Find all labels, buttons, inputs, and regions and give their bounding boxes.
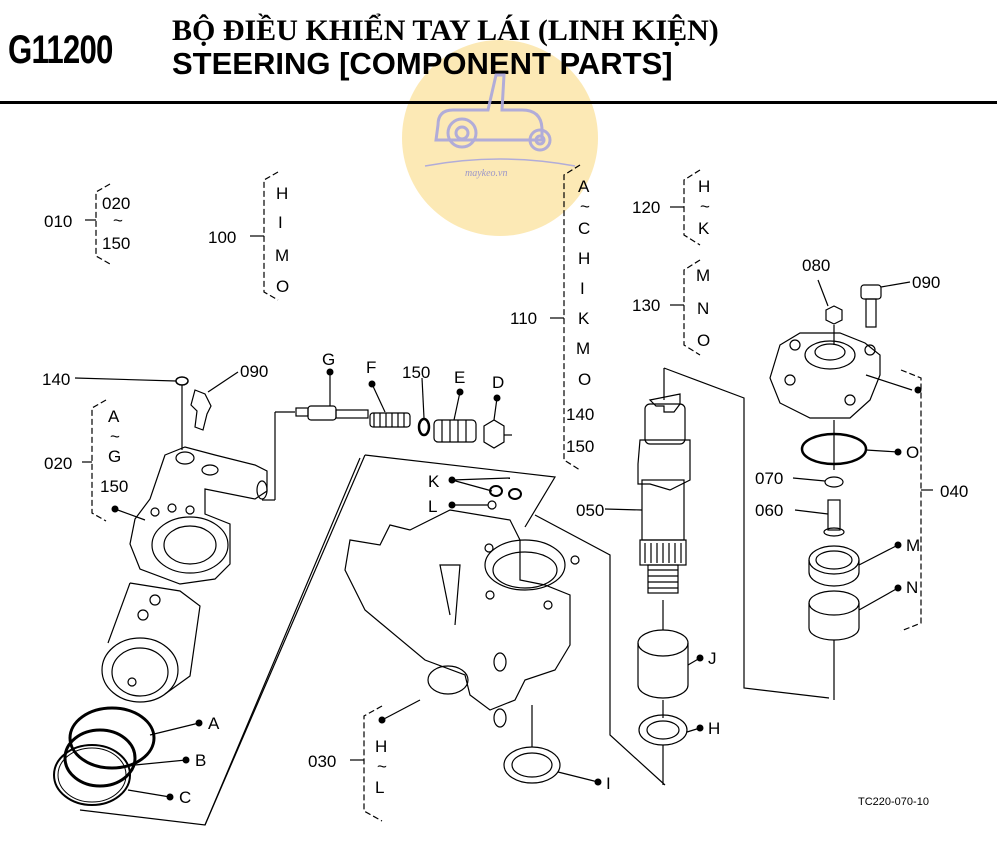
cover-040 bbox=[769, 332, 881, 419]
spool-assembly bbox=[101, 582, 201, 703]
part-label-l: L bbox=[428, 497, 437, 516]
part-label-k: K bbox=[428, 472, 440, 491]
part-label-090-left: 090 bbox=[240, 362, 268, 381]
header-divider bbox=[0, 101, 997, 104]
group-label-110: 110 bbox=[510, 309, 537, 328]
seal-h bbox=[638, 714, 688, 746]
part-label-050: 050 bbox=[576, 501, 604, 520]
part-label-060: 060 bbox=[755, 501, 783, 520]
part-label-e: E bbox=[454, 368, 465, 387]
group-120-item: K bbox=[698, 219, 710, 238]
tractor-icon bbox=[424, 73, 576, 167]
part-label-m: M bbox=[906, 536, 920, 555]
group-110-item: O bbox=[578, 370, 591, 389]
group-120-item: ~ bbox=[700, 197, 710, 216]
plug-l bbox=[487, 500, 497, 510]
group-020-item: ~ bbox=[110, 427, 120, 446]
group-030-item: L bbox=[375, 778, 384, 797]
o-ring-140 bbox=[175, 376, 189, 386]
page-title-english: STEERING [COMPONENT PARTS] bbox=[172, 46, 673, 81]
group-010-item: ~ bbox=[113, 211, 123, 230]
fitting-090-left bbox=[190, 389, 212, 431]
section-code: G11200 bbox=[8, 28, 113, 72]
group-110-item: 150 bbox=[566, 437, 594, 456]
group-120-item: H bbox=[698, 177, 710, 196]
bracket-110 bbox=[563, 164, 581, 471]
bracket-020 bbox=[91, 399, 107, 522]
part-label-080: 080 bbox=[802, 256, 830, 275]
part-label-f: F bbox=[366, 358, 376, 377]
watermark-circle bbox=[402, 40, 598, 236]
group-100-item: I bbox=[278, 213, 283, 232]
group-label-130: 130 bbox=[632, 296, 660, 315]
part-label-i: I bbox=[606, 774, 611, 793]
part-label-d: D bbox=[492, 373, 504, 392]
washer-070 bbox=[824, 476, 844, 488]
part-label-c: C bbox=[179, 788, 191, 807]
part-label-h: H bbox=[708, 719, 720, 738]
group-label-040: 040 bbox=[940, 482, 968, 501]
group-110-item: K bbox=[578, 309, 590, 328]
relief-valve-parts bbox=[262, 372, 512, 501]
screw-060 bbox=[827, 499, 841, 531]
nut-080 bbox=[825, 305, 843, 325]
part-label-090-right: 090 bbox=[912, 273, 940, 292]
o-ring-k2 bbox=[508, 488, 522, 500]
group-label-010: 010 bbox=[44, 212, 72, 231]
group-020-item: G bbox=[108, 447, 121, 466]
group-110-item: M bbox=[576, 339, 590, 358]
part-label-150: 150 bbox=[402, 363, 430, 382]
part-label-070: 070 bbox=[755, 469, 783, 488]
o-ring-a bbox=[68, 706, 156, 770]
bracket-040 bbox=[900, 369, 922, 632]
group-020-item: A bbox=[108, 407, 120, 426]
seal-ring-c bbox=[53, 744, 131, 806]
group-110-item: A bbox=[578, 177, 590, 196]
group-label-120: 120 bbox=[632, 198, 660, 217]
group-100-item: H bbox=[276, 184, 288, 203]
group-110-item: C bbox=[578, 219, 590, 238]
part-label-a: A bbox=[208, 714, 220, 733]
group-label-030: 030 bbox=[308, 752, 336, 771]
part-label-j: J bbox=[708, 649, 717, 668]
bracket-030 bbox=[363, 705, 383, 822]
group-030-item: H bbox=[375, 737, 387, 756]
steering-shaft-050 bbox=[637, 368, 691, 594]
watermark-text: maykeo.vn bbox=[465, 168, 508, 179]
part-label-n: N bbox=[906, 578, 918, 597]
group-010-item: 150 bbox=[102, 234, 130, 253]
valve-body-020 bbox=[129, 446, 268, 585]
bolt-090-right bbox=[860, 284, 882, 328]
group-110-item: H bbox=[578, 249, 590, 268]
bracket-130 bbox=[683, 259, 701, 356]
bracket-010 bbox=[95, 183, 111, 265]
group-110-item: 140 bbox=[566, 405, 594, 424]
group-020-item: 150 bbox=[100, 477, 128, 496]
drawing-reference-code: TC220-070-10 bbox=[858, 796, 929, 808]
leader-dots bbox=[111, 368, 922, 801]
group-130-item: O bbox=[697, 331, 710, 350]
group-100-item: O bbox=[276, 277, 289, 296]
bearing-n bbox=[808, 590, 860, 616]
part-label-140: 140 bbox=[42, 370, 70, 389]
part-label-g: G bbox=[322, 350, 335, 369]
steering-housing-030 bbox=[204, 454, 580, 826]
needle-bearing-j bbox=[637, 629, 689, 657]
part-label-o: O bbox=[906, 443, 919, 462]
group-130-item: N bbox=[697, 299, 709, 318]
group-label-020: 020 bbox=[44, 454, 72, 473]
page-title-vietnamese: BỘ ĐIỀU KHIỂN TAY LÁI (LINH KIỆN) bbox=[172, 14, 719, 47]
part-label-b: B bbox=[195, 751, 206, 770]
group-110-item: ~ bbox=[580, 197, 590, 216]
group-030-item: ~ bbox=[377, 757, 387, 776]
group-130-item: M bbox=[696, 266, 710, 285]
group-100-item: M bbox=[275, 246, 289, 265]
group-010-item: 020 bbox=[102, 194, 130, 213]
group-label-100: 100 bbox=[208, 228, 236, 247]
group-110-item: I bbox=[580, 279, 585, 298]
